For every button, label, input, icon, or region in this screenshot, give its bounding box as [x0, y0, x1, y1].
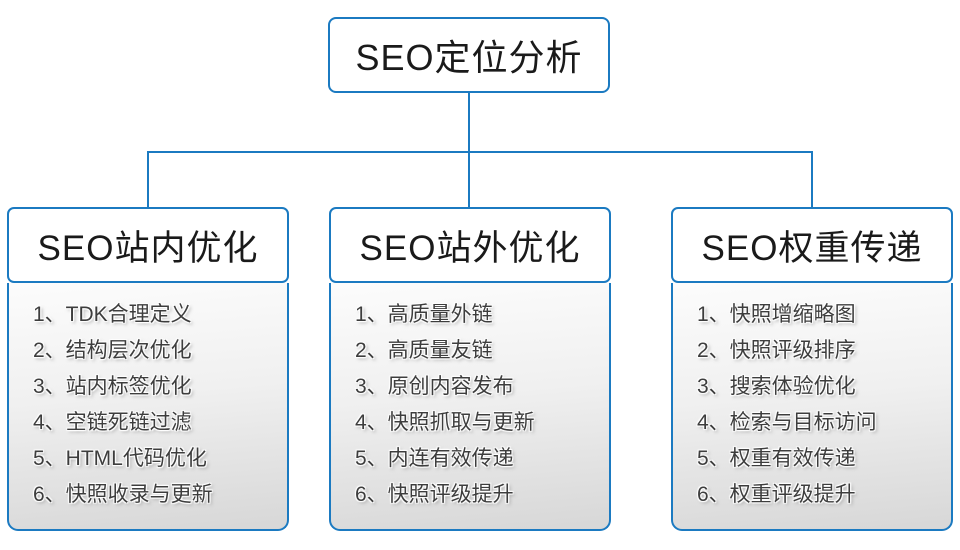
column-title: SEO站外优化 — [359, 228, 581, 268]
column-header-offsite: SEO站外优化 — [329, 207, 611, 283]
column-weight-transfer: SEO权重传递 1、快照增缩略图 2、快照评级排序 3、搜索体验优化 4、检索与… — [671, 207, 953, 531]
list-item: 5、内连有效传递 — [355, 447, 514, 470]
connector-drop-left — [147, 151, 149, 207]
column-title: SEO权重传递 — [701, 228, 923, 268]
column-list-offsite: 1、高质量外链 2、高质量友链 3、原创内容发布 4、快照抓取与更新 5、内连有… — [329, 283, 611, 531]
list-item: 2、快照评级排序 — [697, 339, 856, 362]
list-item: 5、权重有效传递 — [697, 447, 856, 470]
list-item: 1、快照增缩略图 — [697, 303, 856, 326]
connector-root-vertical — [468, 93, 470, 151]
list-item: 3、站内标签优化 — [33, 375, 192, 398]
list-item: 3、搜索体验优化 — [697, 375, 856, 398]
root-node-title: SEO定位分析 — [355, 37, 583, 78]
list-item: 4、快照抓取与更新 — [355, 411, 535, 434]
list-item: 4、空链死链过滤 — [33, 411, 192, 434]
column-offsite-optimization: SEO站外优化 1、高质量外链 2、高质量友链 3、原创内容发布 4、快照抓取与… — [329, 207, 611, 531]
root-node-seo-positioning: SEO定位分析 — [328, 17, 610, 93]
connector-drop-center — [468, 151, 470, 207]
list-item: 2、高质量友链 — [355, 339, 493, 362]
list-item: 6、快照收录与更新 — [33, 483, 213, 506]
connector-drop-right — [811, 151, 813, 207]
list-item: 6、权重评级提升 — [697, 483, 856, 506]
column-list-weight: 1、快照增缩略图 2、快照评级排序 3、搜索体验优化 4、检索与目标访问 5、权… — [671, 283, 953, 531]
column-header-onsite: SEO站内优化 — [7, 207, 289, 283]
list-item: 2、结构层次优化 — [33, 339, 192, 362]
column-header-weight: SEO权重传递 — [671, 207, 953, 283]
column-onsite-optimization: SEO站内优化 1、TDK合理定义 2、结构层次优化 3、站内标签优化 4、空链… — [7, 207, 289, 531]
list-item: 5、HTML代码优化 — [33, 447, 207, 470]
column-list-onsite: 1、TDK合理定义 2、结构层次优化 3、站内标签优化 4、空链死链过滤 5、H… — [7, 283, 289, 531]
column-title: SEO站内优化 — [37, 228, 259, 268]
list-item: 4、检索与目标访问 — [697, 411, 877, 434]
list-item: 1、高质量外链 — [355, 303, 493, 326]
connector-horizontal — [147, 151, 813, 153]
list-item: 1、TDK合理定义 — [33, 303, 192, 326]
list-item: 3、原创内容发布 — [355, 375, 514, 398]
list-item: 6、快照评级提升 — [355, 483, 514, 506]
